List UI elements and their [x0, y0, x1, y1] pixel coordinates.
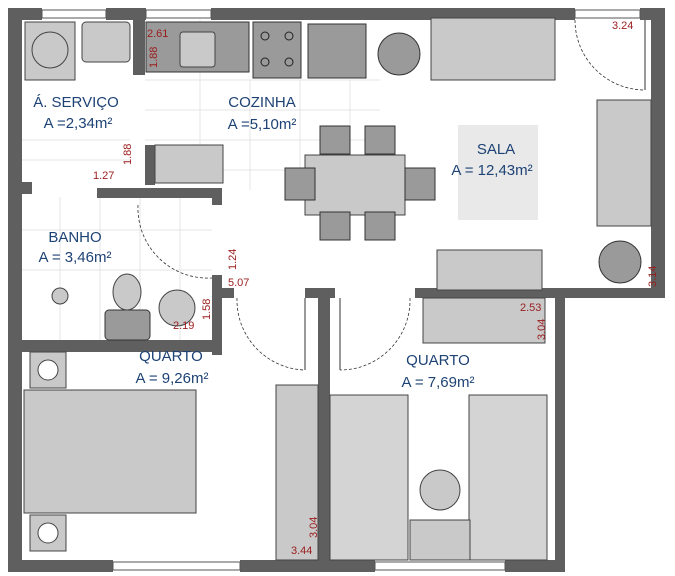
window-cozinha: [145, 9, 212, 19]
room-area-cozinha: A =5,10m²: [228, 116, 297, 133]
room-name-banho: BANHO: [48, 229, 101, 246]
stove: [252, 21, 302, 79]
bathroom-sink: [158, 289, 196, 327]
chair: [284, 167, 316, 201]
room-area-sala: A = 12,43m²: [451, 162, 532, 179]
single-bed: [468, 394, 548, 561]
dim-sala-width: 3.24: [612, 20, 633, 32]
toilet: [104, 309, 151, 341]
window-sala: [574, 9, 641, 19]
window-servico: [41, 9, 107, 19]
desk: [409, 519, 471, 561]
chair: [404, 167, 436, 201]
doors: [137, 19, 646, 371]
room-labels: Á. SERVIÇO A =2,34m² COZINHA A =5,10m² S…: [33, 94, 532, 391]
windows: [41, 9, 641, 571]
dim-quarto1-width: 3.44: [291, 545, 312, 557]
room-name-cozinha: COZINHA: [228, 94, 296, 111]
room-area-quarto2: A = 7,69m²: [402, 374, 475, 391]
window-quarto1: [112, 561, 241, 571]
dim-quarto2-depth: 3.04: [536, 319, 548, 340]
chair: [364, 211, 396, 241]
dim-banho-height: 1.58: [201, 299, 213, 320]
dim-banho-width: 2.19: [173, 320, 194, 332]
side-table: [377, 32, 421, 76]
room-name-sala: SALA: [477, 141, 515, 158]
dim-servico-height: 1.88: [122, 144, 134, 165]
dim-servico-width: 1.27: [93, 170, 114, 182]
dim-hall-width: 1.24: [227, 249, 239, 270]
dim-counter-width: 2.61: [147, 28, 168, 40]
desk-chair: [419, 469, 461, 511]
dim-quarto1-depth: 3.04: [308, 517, 320, 538]
fridge: [307, 23, 367, 79]
rug: [458, 125, 538, 220]
sink: [179, 31, 216, 68]
window-quarto2: [374, 561, 506, 571]
sofa: [430, 17, 556, 81]
shower: [51, 287, 69, 305]
dim-sala-depth: 3.14: [647, 266, 659, 287]
chair: [364, 125, 396, 155]
room-area-servico: A =2,34m²: [44, 115, 113, 132]
furniture: [23, 17, 652, 561]
wardrobe: [275, 384, 319, 561]
room-area-banho: A = 3,46m²: [39, 249, 112, 266]
dim-hall-length: 5.07: [228, 277, 249, 289]
dim-counter-depth: 1.88: [148, 47, 160, 68]
sofa: [596, 99, 652, 227]
room-name-quarto2: QUARTO: [406, 352, 470, 369]
dim-quarto2-width: 2.53: [520, 302, 541, 314]
wardrobe: [422, 297, 546, 344]
chair: [319, 125, 351, 155]
counter: [154, 144, 224, 184]
chair: [319, 211, 351, 241]
room-name-quarto1: QUARTO: [139, 348, 203, 365]
room-area-quarto1: A = 9,26m²: [136, 370, 209, 387]
dining-table: [304, 154, 406, 216]
room-name-servico: Á. SERVIÇO: [33, 94, 119, 111]
double-bed: [23, 389, 197, 514]
dimension-labels: 2.61 1.88 1.88 1.27 1.24 5.07 3.24 3.14 …: [93, 20, 659, 557]
walls: [8, 8, 665, 572]
side-table: [598, 240, 642, 284]
single-bed: [329, 394, 409, 561]
tv-stand: [436, 249, 543, 291]
laundry-sink: [81, 21, 131, 63]
